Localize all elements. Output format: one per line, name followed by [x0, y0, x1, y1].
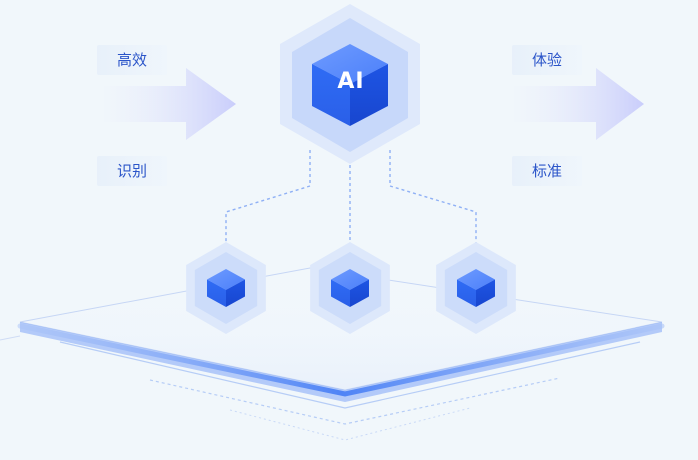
left-arrow — [104, 68, 236, 140]
sub-node-middle — [310, 242, 390, 334]
center-node-label: AI — [337, 69, 365, 94]
label-recognition: 识别 — [97, 156, 167, 186]
label-efficient: 高效 — [97, 45, 167, 75]
connector-lines — [225, 150, 477, 248]
label-experience: 体验 — [512, 45, 582, 75]
center-node — [280, 4, 420, 164]
right-arrow — [514, 68, 644, 140]
sub-node-right — [436, 242, 516, 334]
label-standard: 标准 — [512, 156, 582, 186]
sub-node-left — [186, 242, 266, 334]
